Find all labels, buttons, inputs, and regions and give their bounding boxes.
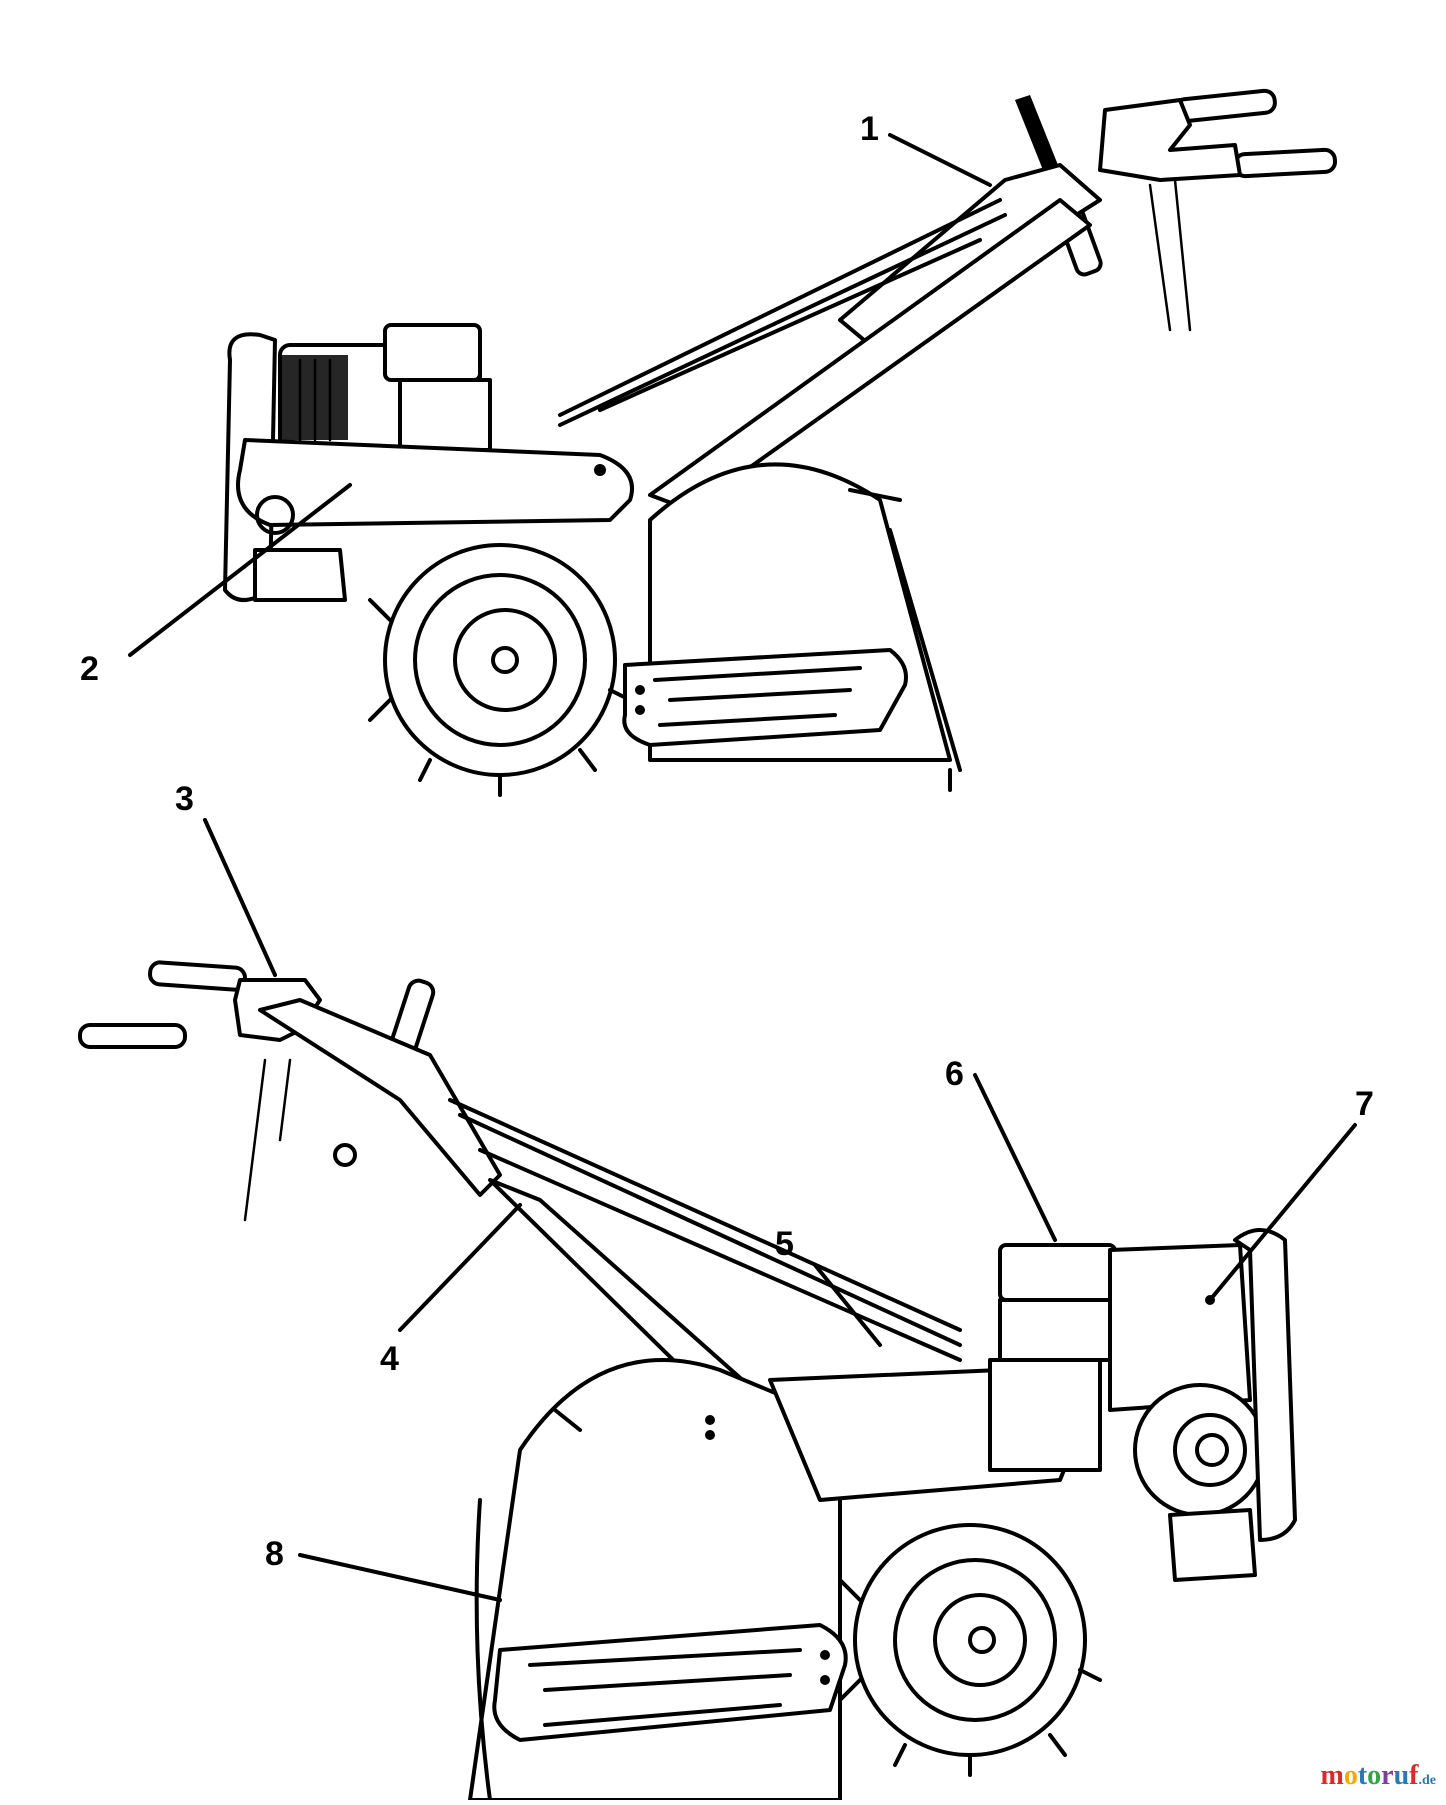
watermark-letter: o bbox=[1343, 1760, 1358, 1791]
watermark-tld: .de bbox=[1418, 1773, 1437, 1788]
leader-4 bbox=[398, 1203, 522, 1332]
leader-2 bbox=[128, 483, 352, 657]
watermark-letter: r bbox=[1381, 1760, 1394, 1791]
callout-4: 4 bbox=[380, 1340, 399, 1378]
side-shield-top bbox=[622, 648, 908, 747]
callout-2: 2 bbox=[80, 650, 99, 688]
callout-6: 6 bbox=[945, 1055, 964, 1093]
callout-3: 3 bbox=[175, 780, 194, 818]
wheel-bottom bbox=[838, 1523, 1102, 1777]
belt-guard-top bbox=[236, 438, 634, 527]
tiller-top-view bbox=[223, 88, 1337, 797]
watermark: motoruf.de bbox=[1321, 1760, 1437, 1792]
watermark-letter: f bbox=[1409, 1760, 1419, 1791]
watermark-letter: u bbox=[1393, 1760, 1410, 1791]
leader-3 bbox=[203, 818, 277, 977]
callout-8: 8 bbox=[265, 1535, 284, 1573]
leader-1 bbox=[888, 133, 992, 187]
engine-top bbox=[278, 323, 492, 452]
leader-lines bbox=[128, 133, 1357, 1602]
watermark-letter: m bbox=[1320, 1760, 1344, 1791]
handle-tubes-top bbox=[558, 163, 1102, 512]
callout-7: 7 bbox=[1355, 1085, 1374, 1123]
watermark-brand: motoruf bbox=[1321, 1760, 1419, 1791]
callout-5: 5 bbox=[775, 1225, 794, 1263]
tiller-bottom-view bbox=[78, 960, 1297, 1802]
watermark-letter: o bbox=[1367, 1760, 1382, 1791]
leader-6 bbox=[973, 1073, 1057, 1242]
leader-8 bbox=[298, 1553, 502, 1602]
callout-labels: 1 2 3 4 5 6 7 8 bbox=[80, 110, 1374, 1573]
callout-1: 1 bbox=[860, 110, 879, 148]
leader-5 bbox=[813, 1263, 882, 1347]
watermark-letter: t bbox=[1357, 1760, 1368, 1791]
leader-7 bbox=[1208, 1123, 1357, 1302]
wheel-top bbox=[368, 543, 632, 797]
engine-bottom bbox=[988, 1243, 1267, 1517]
